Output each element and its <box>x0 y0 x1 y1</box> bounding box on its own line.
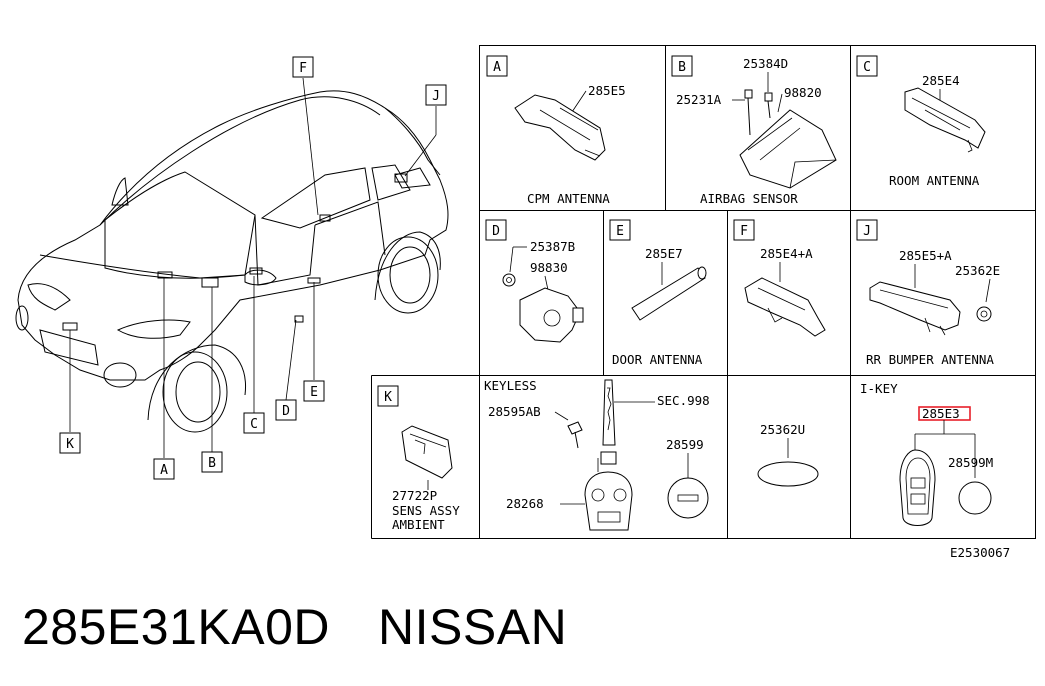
panel-A: A 285E5 CPM ANTENNA <box>486 55 626 206</box>
panel-misc: 25362U <box>757 422 819 487</box>
part-caption: 285E31KA0D NISSAN <box>22 598 615 656</box>
callout-J: J <box>425 84 447 106</box>
callout-K-label: K <box>66 437 74 452</box>
diagram-code: E2530067 <box>950 545 1010 560</box>
callout-E: E <box>303 380 325 402</box>
keyless-part-4: 28268 <box>506 496 544 511</box>
keyless-part-2: SEC.998 <box>657 393 710 408</box>
callout-C: C <box>243 412 265 434</box>
callout-B-label: B <box>208 456 216 471</box>
misc-part: 25362U <box>760 422 805 437</box>
callout-J-label: J <box>432 89 440 104</box>
panel-B-part-2: 25231A <box>676 92 722 107</box>
vehicle-illustration <box>15 77 449 458</box>
panel-K-letter: K <box>384 390 392 405</box>
panel-D-letter: D <box>492 224 500 239</box>
callout-F-label: F <box>299 61 307 76</box>
panel-ikey: I-KEY 285E3 28599M <box>860 381 993 526</box>
door-antenna-part <box>631 267 706 321</box>
panel-J: J 285E5+A 25362E RR BUMPER ANTENNA <box>856 219 1000 367</box>
room-antenna-part <box>904 87 986 149</box>
keyless-fob-part <box>584 471 633 531</box>
panel-B-part-3: 98820 <box>784 85 822 100</box>
panel-D: D 25387B 98830 <box>485 219 584 343</box>
ikey-part: 28599M <box>948 455 993 470</box>
panel-K-title-1: SENS ASSY <box>392 503 460 518</box>
callout-C-label: C <box>250 417 258 432</box>
panel-B-title: AIRBAG SENSOR <box>700 191 798 206</box>
cpm-antenna-part <box>514 94 606 161</box>
callout-B: B <box>201 451 223 473</box>
panel-C: C 285E4 ROOM ANTENNA <box>856 55 986 188</box>
panel-K-title-2: AMBIENT <box>392 517 445 532</box>
ambient-sensor-part <box>401 425 453 479</box>
panel-B-letter: B <box>678 60 686 75</box>
panel-E: E 285E7 DOOR ANTENNA <box>609 219 707 367</box>
panel-E-part: 285E7 <box>645 246 683 261</box>
panel-K: K 27722P SENS ASSY AMBIENT <box>377 385 460 532</box>
ikey-highlighted-part: 285E3 <box>922 406 960 421</box>
panel-F: F 285E4+A <box>733 219 826 337</box>
panel-D-part-2: 98830 <box>530 260 568 275</box>
panel-D-part-1: 25387B <box>530 239 575 254</box>
panel-C-title: ROOM ANTENNA <box>889 173 980 188</box>
panel-J-title: RR BUMPER ANTENNA <box>866 352 994 367</box>
panel-A-title: CPM ANTENNA <box>527 191 610 206</box>
panel-F-letter: F <box>740 224 748 239</box>
panel-K-part: 27722P <box>392 488 437 503</box>
callout-A: A <box>153 458 175 480</box>
callout-F: F <box>292 56 314 78</box>
callout-D: D <box>275 399 297 421</box>
panel-B-part-1: 25384D <box>743 56 788 71</box>
callout-D-label: D <box>282 404 290 419</box>
callout-E-label: E <box>310 385 318 400</box>
key-blade-part <box>602 379 616 446</box>
panel-C-part: 285E4 <box>922 73 960 88</box>
parts-diagram: F J K A B C D E A <box>15 45 1036 560</box>
battery-part <box>667 477 709 519</box>
f-antenna-part <box>744 277 826 337</box>
panel-grid <box>371 45 1036 539</box>
ikey-battery-part <box>958 481 992 515</box>
panel-F-part: 285E4+A <box>760 246 813 261</box>
panel-A-part: 285E5 <box>588 83 626 98</box>
ikey-header: I-KEY <box>860 381 898 396</box>
panel-keyless: KEYLESS 28595AB SEC.998 28599 28268 <box>484 378 710 531</box>
ikey-highlight-box <box>918 406 971 421</box>
part-number: 285E31KA0D <box>22 599 331 655</box>
panel-A-letter: A <box>493 60 501 75</box>
rr-bumper-antenna-part <box>869 281 961 331</box>
panel-E-title: DOOR ANTENNA <box>612 352 703 367</box>
misc-pad-part <box>757 461 819 487</box>
panel-J-part-2: 25362E <box>955 263 1000 278</box>
panel-J-part-1: 285E5+A <box>899 248 952 263</box>
keyless-part-1: 28595AB <box>488 404 541 419</box>
callout-K: K <box>59 432 81 454</box>
panel-B: B 25384D 25231A 98820 AIRBAG SENSOR <box>671 55 837 206</box>
panel-J-letter: J <box>863 224 871 239</box>
keyless-header: KEYLESS <box>484 378 537 393</box>
callout-A-label: A <box>160 463 168 478</box>
actuator-part <box>519 287 581 343</box>
brand-name: NISSAN <box>378 599 568 655</box>
panel-C-letter: C <box>863 60 871 75</box>
panel-E-letter: E <box>616 224 624 239</box>
keyless-part-3: 28599 <box>666 437 704 452</box>
airbag-sensor-part <box>739 109 837 189</box>
